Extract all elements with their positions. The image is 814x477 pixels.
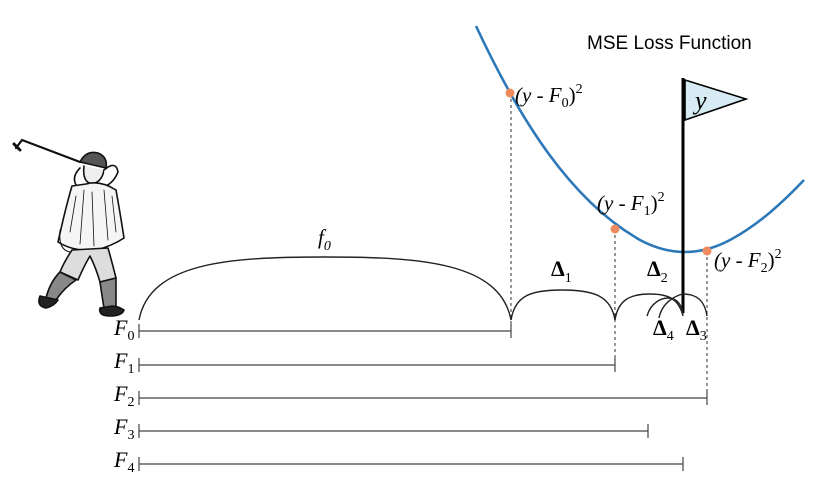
label-delta4: Δ4: [653, 315, 674, 344]
loss-label-2: (y - F2)2: [714, 247, 782, 276]
label-f0: f0: [318, 225, 331, 254]
arc-delta4: [646, 297, 684, 317]
arc-f0: [138, 256, 512, 321]
label-delta2: Δ2: [647, 256, 668, 286]
row-label-f3: F3: [113, 414, 134, 443]
prediction-rows: [138, 324, 708, 471]
row-label-f1: F1: [113, 348, 134, 377]
label-delta3: Δ3: [686, 315, 707, 344]
arc-delta2: [614, 293, 684, 321]
row-label-f4: F4: [113, 447, 134, 476]
label-delta1: Δ1: [551, 256, 572, 286]
row-label-f0: F0: [113, 315, 134, 344]
loss-point-1: [610, 224, 620, 234]
loss-curve: [474, 25, 805, 254]
guide-lines: [510, 93, 708, 402]
loss-point-2: [702, 246, 712, 256]
loss-label-1: (y - F1)2: [597, 190, 665, 219]
flag-label: y: [692, 86, 707, 115]
row-label-f2: F2: [113, 381, 134, 410]
arc-delta1: [510, 289, 616, 321]
loss-label-0: (y - F0)2: [515, 82, 583, 111]
chart-title: MSE Loss Function: [587, 33, 752, 54]
arc-delta3: [658, 293, 708, 319]
loss-point-0: [505, 88, 515, 98]
flag-icon: [684, 78, 749, 122]
golfer-icon: [12, 138, 125, 317]
arcs: [138, 256, 708, 321]
